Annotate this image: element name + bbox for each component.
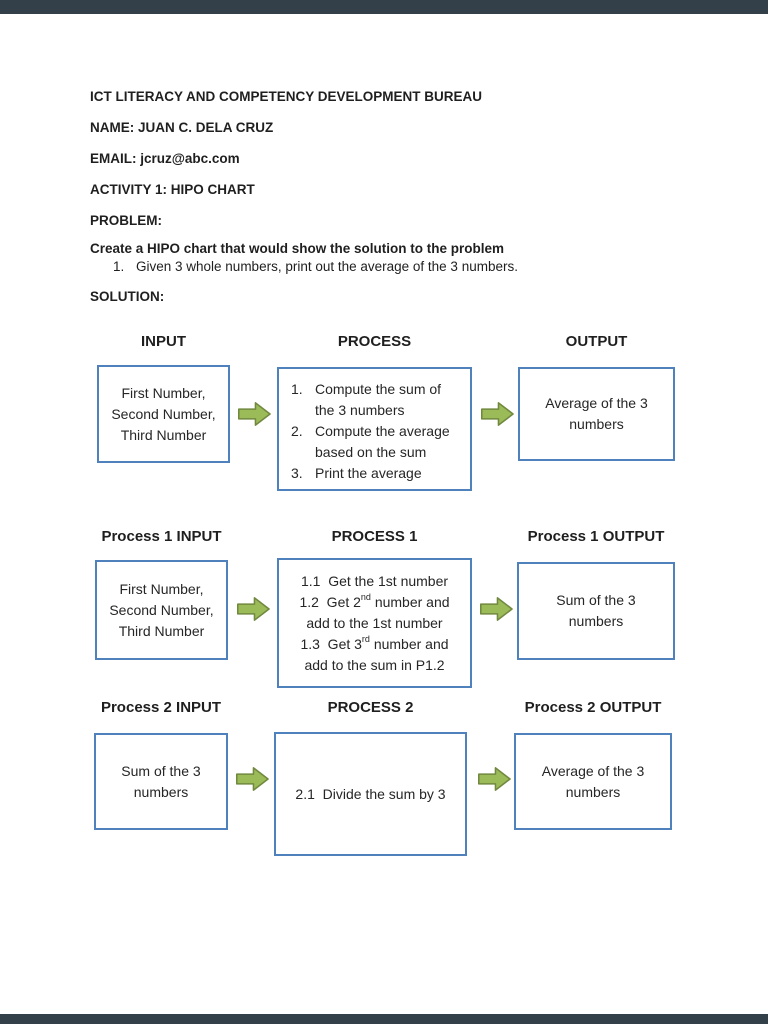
arrow-icon [236, 765, 269, 793]
row2-output-box: Sum of the 3 numbers [517, 562, 675, 660]
row3-input-header: Process 2 INPUT [100, 699, 222, 716]
row1-output-box: Average of the 3 numbers [518, 367, 675, 461]
viewer-top-bar [0, 0, 768, 14]
problem-label: PROBLEM: [90, 213, 162, 228]
arrow-icon [237, 595, 270, 623]
row2-input-header: Process 1 INPUT [101, 528, 222, 545]
row2-output-header: Process 1 OUTPUT [527, 528, 665, 545]
row2-input-box: First Number, Second Number, Third Numbe… [95, 560, 228, 660]
viewer-bottom-bar [0, 1014, 768, 1024]
problem-item-text: Given 3 whole numbers, print out the ave… [136, 259, 518, 274]
bureau-title: ICT LITERACY AND COMPETENCY DEVELOPMENT … [90, 89, 483, 104]
row3-input-box: Sum of the 3 numbers [94, 733, 228, 830]
problem-instruction: Create a HIPO chart that would show the … [90, 241, 505, 256]
process-step: add to the 1st number [306, 614, 443, 631]
process-step: 1.3 Get 3rd number and [300, 633, 449, 652]
name-line: NAME: JUAN C. DELA CRUZ [90, 120, 274, 135]
row2-process-box: 1.1 Get the 1st number 1.2 Get 2nd numbe… [277, 558, 472, 688]
row1-input-header: INPUT [141, 333, 186, 350]
row3-process-header: PROCESS 2 [327, 699, 414, 716]
row3-output-header: Process 2 OUTPUT [524, 699, 662, 716]
process-step: 1.2 Get 2nd number and [299, 591, 450, 610]
process-step: add to the sum in P1.2 [304, 656, 445, 673]
arrow-icon [481, 400, 514, 428]
arrow-icon [480, 595, 513, 623]
process-step: 3. Print the average [291, 465, 422, 481]
arrow-icon [238, 400, 271, 428]
solution-label: SOLUTION: [90, 289, 165, 304]
activity-line: ACTIVITY 1: HIPO CHART [90, 182, 255, 197]
arrow-icon [478, 765, 511, 793]
row1-input-box: First Number, Second Number, Third Numbe… [97, 365, 230, 463]
email-line: EMAIL: jcruz@abc.com [90, 151, 240, 166]
process-step: 2.1 Divide the sum by 3 [295, 785, 446, 802]
process-step: 1.1 Get the 1st number [300, 572, 449, 589]
row2-process-header: PROCESS 1 [331, 528, 418, 545]
row1-process-header: PROCESS [337, 333, 412, 350]
row3-process-box: 2.1 Divide the sum by 3 [274, 732, 467, 856]
row1-output-header: OUTPUT [565, 333, 628, 350]
problem-item-number: 1. [113, 259, 125, 274]
row3-output-box: Average of the 3 numbers [514, 733, 672, 830]
